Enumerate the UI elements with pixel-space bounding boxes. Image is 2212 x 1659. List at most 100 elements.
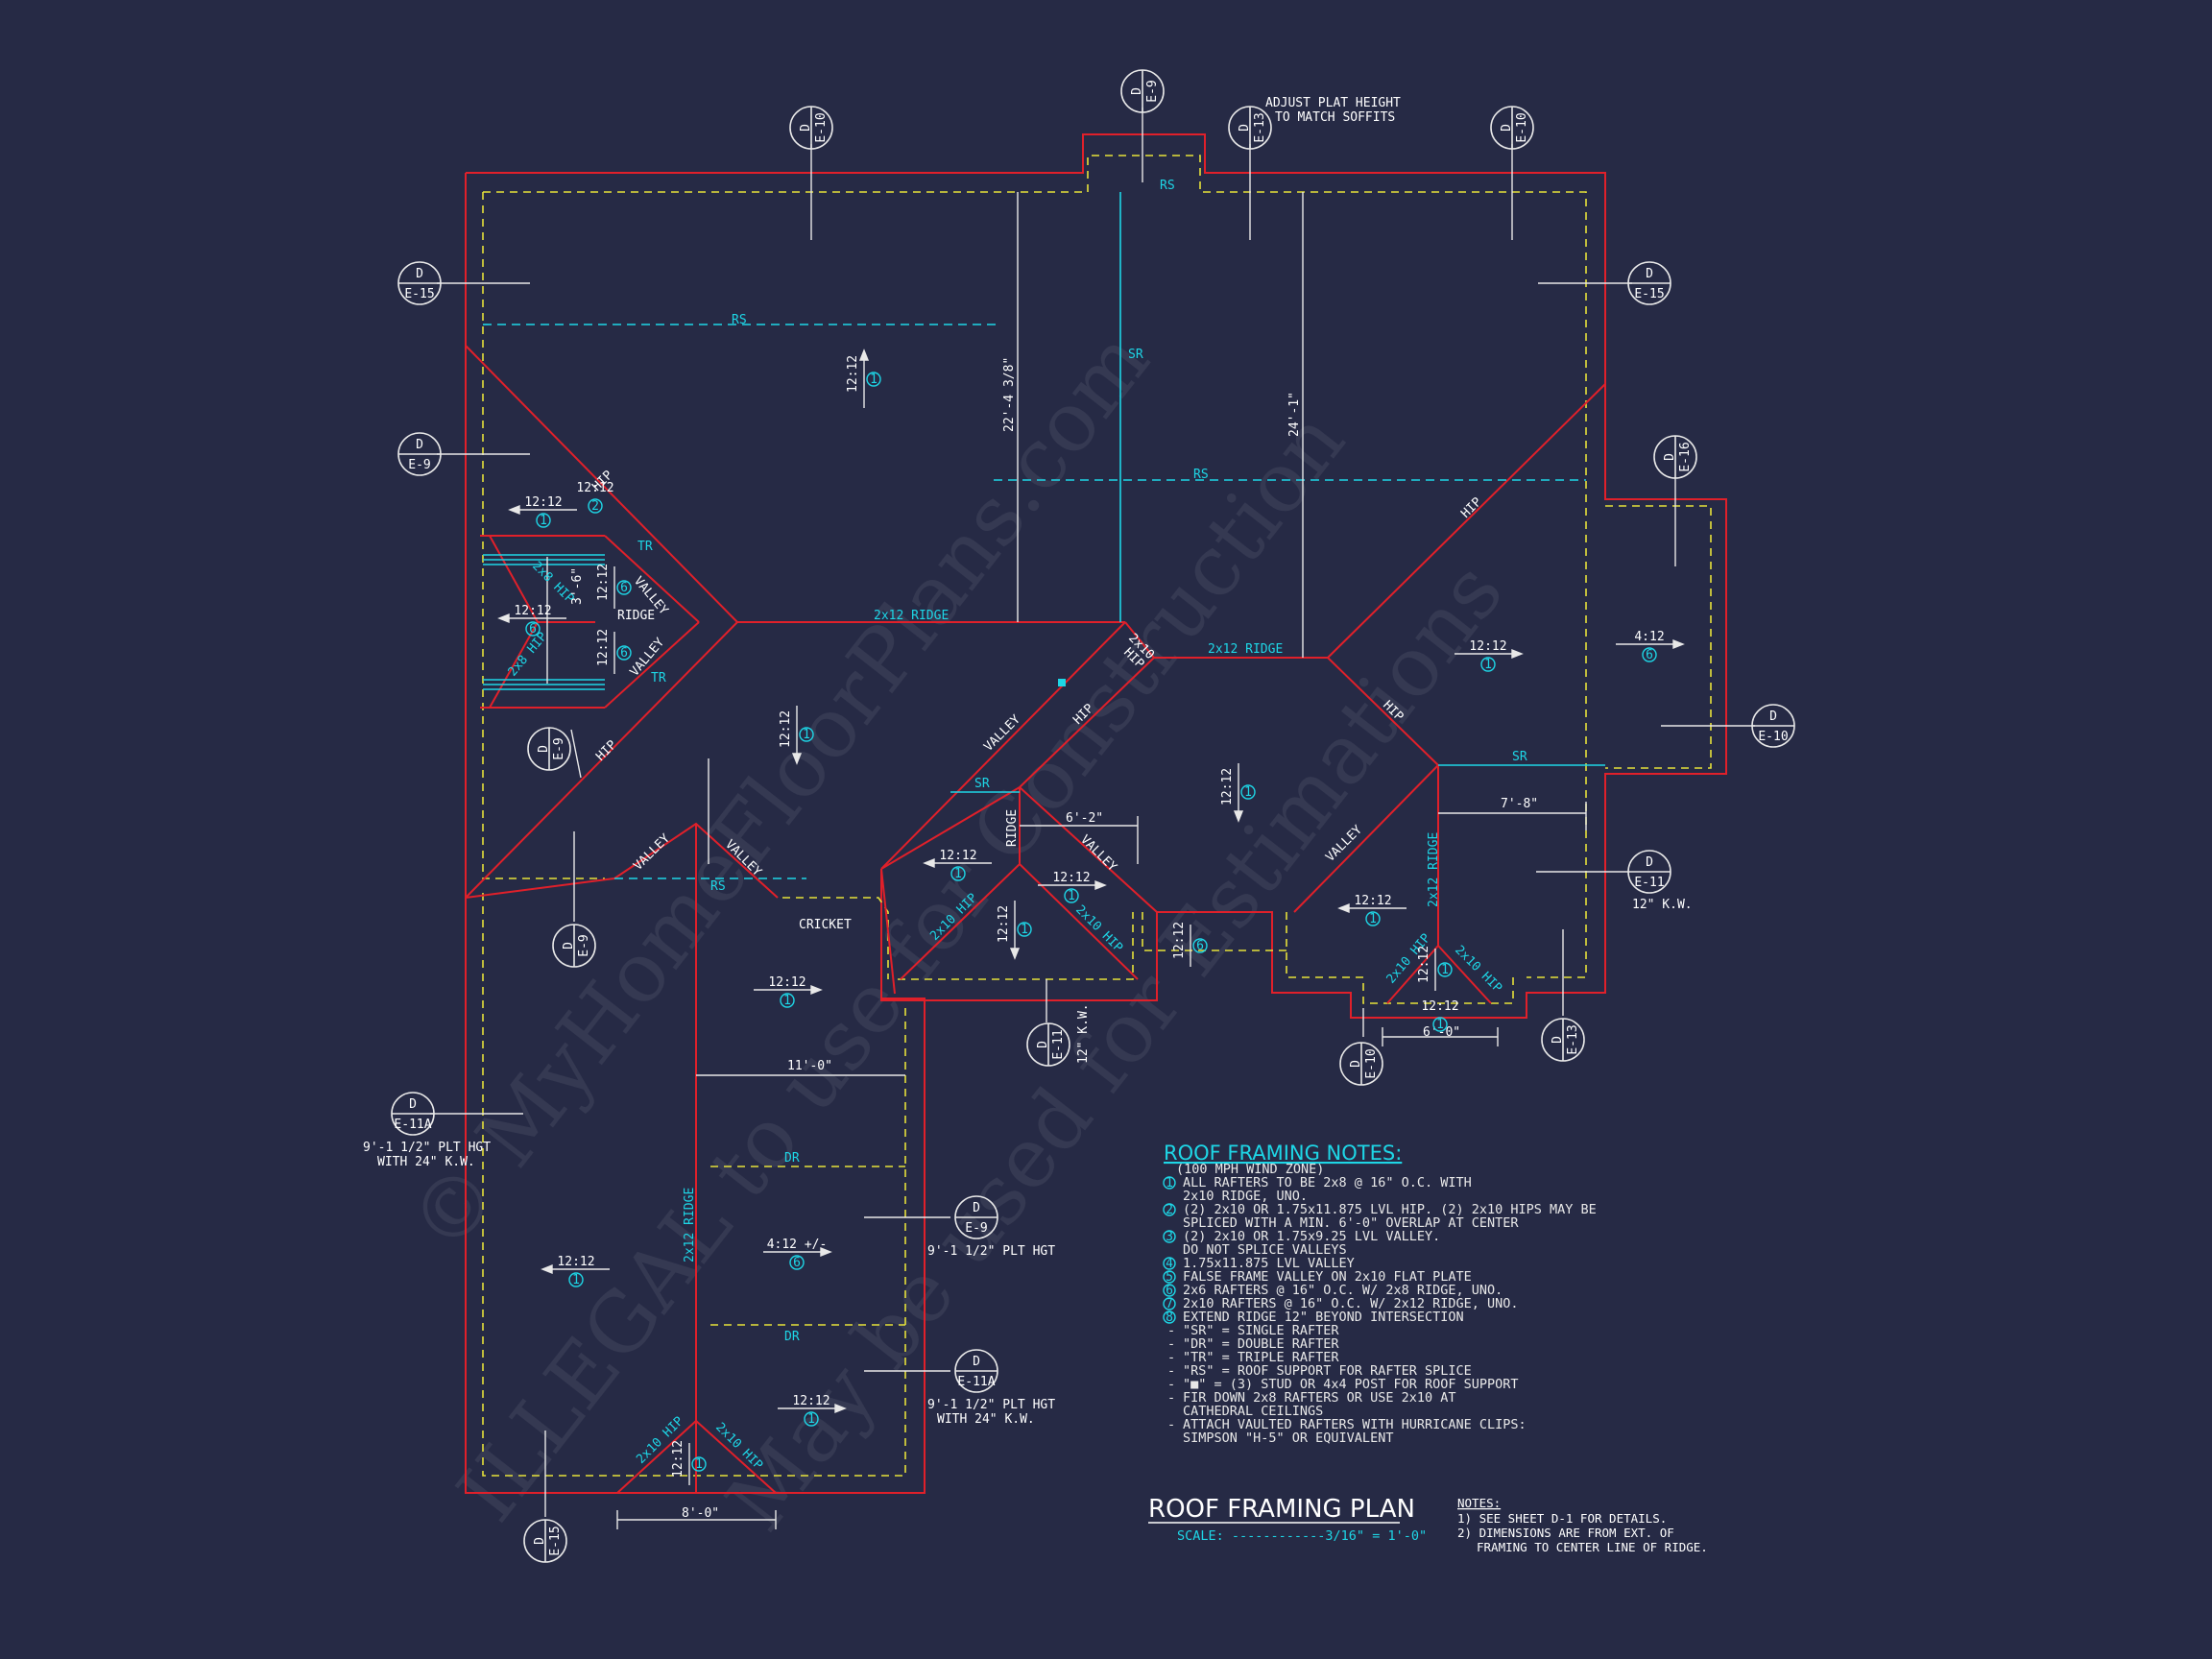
section-marker-letter: D bbox=[533, 1537, 547, 1545]
pitch-callout-number: 1 bbox=[803, 728, 810, 742]
ridge-label-left: RIDGE bbox=[617, 609, 655, 623]
general-note-1: 1) SEE SHEET D-1 FOR DETAILS. bbox=[1457, 1511, 1667, 1526]
pitch-label: 12:12 bbox=[1172, 922, 1187, 959]
pitch-callout-number: 6 bbox=[793, 1256, 801, 1270]
section-marker-sheet: E-13 bbox=[1253, 112, 1267, 142]
cricket-label: CRICKET bbox=[799, 918, 852, 932]
svg-text:-: - bbox=[1167, 1336, 1175, 1352]
pitch-callout-number: 1 bbox=[1021, 923, 1028, 937]
dimension-22-4: 22'-4 3/8" bbox=[1002, 357, 1017, 432]
note-line: (2) 2x10 OR 1.75x9.25 LVL VALLEY. bbox=[1183, 1229, 1440, 1244]
svg-text:1: 1 bbox=[1166, 1176, 1173, 1190]
pitch-callout-number: 2 bbox=[591, 499, 599, 514]
pitch-callout: 12:121 bbox=[1038, 871, 1107, 903]
right-ridge-label: 2x12 RIDGE bbox=[1208, 642, 1283, 657]
pitch-callout-number: 1 bbox=[695, 1457, 703, 1472]
pitch-callout-number: 1 bbox=[1369, 912, 1377, 926]
section-marker: DE-10 bbox=[1751, 704, 1795, 748]
ridge-label-center: RIDGE bbox=[1005, 809, 1020, 847]
pitch-callout-number: 1 bbox=[1441, 963, 1449, 977]
e11a-left-note-1: 9'-1 1/2" PLT HGT bbox=[363, 1141, 491, 1155]
pitch-label: 12:12 bbox=[596, 629, 611, 666]
section-marker-letter: D bbox=[1646, 267, 1653, 281]
ridge-label-lower: 2x12 RIDGE bbox=[683, 1188, 697, 1262]
section-marker: DE-11 bbox=[1627, 850, 1671, 894]
section-marker: DE-15 bbox=[1627, 261, 1671, 305]
pitch-callout: 12:121 bbox=[1455, 639, 1524, 672]
pitch-callout: 12:121 bbox=[923, 849, 992, 881]
dimension-11-0: 11'-0" bbox=[787, 1059, 832, 1073]
note-line: FALSE FRAME VALLEY ON 2x10 FLAT PLATE bbox=[1183, 1269, 1472, 1285]
pitch-callout-number: 1 bbox=[1436, 1018, 1444, 1032]
section-marker-letter: D bbox=[1663, 453, 1677, 461]
e11-mid-note: 12" K.W. bbox=[1076, 1003, 1091, 1064]
dimension-lines bbox=[430, 108, 1755, 1529]
e11a-right-note-1: 9'-1 1/2" PLT HGT bbox=[927, 1398, 1055, 1412]
dimension-3-6: 3'-6" bbox=[570, 567, 585, 605]
pitch-callout-number: 1 bbox=[572, 1273, 580, 1287]
sr-label-center: SR bbox=[974, 777, 990, 791]
pitch-callout-number: 6 bbox=[1646, 648, 1653, 662]
section-marker-letter: D bbox=[1036, 1041, 1050, 1048]
section-marker: DE-11A bbox=[954, 1349, 998, 1393]
note-line: 2x10 RAFTERS @ 16" O.C. W/ 2x12 RIDGE, U… bbox=[1183, 1296, 1519, 1311]
section-marker-letter: D bbox=[1769, 709, 1777, 724]
section-marker-sheet: E-9 bbox=[552, 737, 566, 759]
single-rafter-lines bbox=[483, 192, 1605, 793]
e11a-left-note-2: WITH 24" K.W. bbox=[377, 1155, 475, 1169]
svg-text:2: 2 bbox=[1166, 1203, 1173, 1217]
svg-text:-: - bbox=[1167, 1390, 1175, 1406]
section-marker: DE-11A bbox=[391, 1092, 435, 1136]
note-line: DO NOT SPLICE VALLEYS bbox=[1183, 1242, 1347, 1258]
dimension-6-0: 6'-0" bbox=[1423, 1025, 1460, 1040]
section-marker-sheet: E-13 bbox=[1566, 1024, 1580, 1054]
section-marker-letter: D bbox=[1349, 1060, 1363, 1068]
section-marker: DE-15 bbox=[397, 261, 442, 305]
pitch-callout-number: 1 bbox=[807, 1412, 815, 1427]
hip-2x8-lower: 2x8 HIP bbox=[506, 630, 551, 680]
pitch-label: 12:12 bbox=[1354, 894, 1391, 908]
pitch-label: 12:12 bbox=[779, 710, 793, 748]
pitch-callout: 12:121 bbox=[1421, 999, 1458, 1032]
section-marker-sheet: E-15 bbox=[548, 1526, 563, 1555]
note-line: "DR" = DOUBLE RAFTER bbox=[1183, 1336, 1339, 1352]
dimension-8-0: 8'-0" bbox=[682, 1506, 719, 1521]
note-line: EXTEND RIDGE 12" BEYOND INTERSECTION bbox=[1183, 1310, 1464, 1325]
section-marker-sheet: E-10 bbox=[1515, 112, 1529, 142]
svg-text:-: - bbox=[1167, 1363, 1175, 1379]
pitch-label: 12:12 bbox=[1417, 946, 1431, 983]
main-ridge-label: 2x12 RIDGE bbox=[874, 609, 949, 623]
sr-label-right: SR bbox=[1512, 750, 1527, 764]
e11-right-note: 12" K.W. bbox=[1632, 898, 1693, 912]
section-marker-letter: D bbox=[409, 1097, 417, 1112]
adjust-note-line-2: TO MATCH SOFFITS bbox=[1275, 110, 1395, 125]
plan-title: ROOF FRAMING PLAN bbox=[1148, 1495, 1415, 1524]
note-line: FIR DOWN 2x8 RAFTERS OR USE 2x10 AT bbox=[1183, 1390, 1455, 1406]
pitch-callout-number: 1 bbox=[540, 514, 547, 528]
section-marker-letter: D bbox=[1238, 124, 1252, 132]
section-marker-letter: D bbox=[1130, 87, 1144, 95]
pitch-callout-number: 1 bbox=[1244, 785, 1252, 800]
rs-label-top: RS bbox=[1160, 179, 1175, 193]
note-line: (2) 2x10 OR 1.75x11.875 LVL HIP. (2) 2x1… bbox=[1183, 1202, 1597, 1217]
svg-text:4: 4 bbox=[1166, 1257, 1173, 1271]
note-line: "SR" = SINGLE RAFTER bbox=[1183, 1323, 1339, 1338]
note-line: "TR" = TRIPLE RAFTER bbox=[1183, 1350, 1339, 1365]
svg-text:-: - bbox=[1167, 1350, 1175, 1365]
section-marker-sheet: E-9 bbox=[408, 458, 430, 472]
svg-text:-: - bbox=[1167, 1377, 1175, 1392]
dimension-7-8: 7'-8" bbox=[1501, 797, 1538, 811]
pitch-callout-number: 1 bbox=[954, 867, 962, 881]
pitch-label: 12:12 bbox=[1052, 871, 1090, 885]
pitch-label: 12:12 bbox=[576, 481, 613, 495]
dr-label-upper: DR bbox=[784, 1151, 800, 1166]
